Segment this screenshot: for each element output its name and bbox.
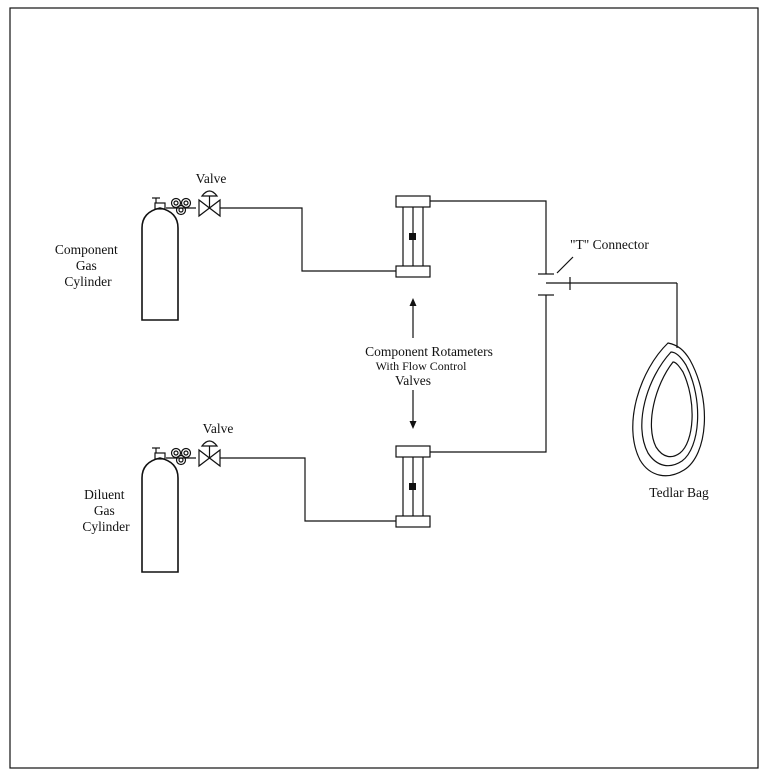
valve-top-label: Valve bbox=[196, 171, 227, 186]
pipe-top-inlet bbox=[220, 207, 396, 272]
diluent-gas-cylinder bbox=[141, 447, 179, 573]
pipe-bottom-inlet bbox=[220, 457, 396, 522]
rotameter-top bbox=[395, 195, 431, 278]
rotameters-label: Component Rotameters With Flow Control V… bbox=[365, 343, 497, 388]
valve-icon-top bbox=[198, 190, 221, 218]
rotameter-bottom bbox=[395, 445, 431, 528]
regulator-gauges-top bbox=[166, 197, 196, 216]
pipe-bottom-outlet bbox=[430, 295, 547, 453]
valve-icon-bottom bbox=[198, 440, 221, 468]
t-connector-label: "T" Connector bbox=[570, 237, 649, 252]
rotameter-arrows bbox=[409, 298, 417, 429]
page-frame bbox=[9, 7, 759, 769]
pipe-top-outlet bbox=[430, 200, 547, 274]
diluent-cylinder-label: Diluent Gas Cylinder bbox=[82, 487, 130, 534]
t-connector bbox=[538, 273, 677, 296]
t-connector-pointer bbox=[556, 256, 574, 274]
tedlar-bag-label: Tedlar Bag bbox=[649, 485, 709, 500]
tedlar-bag bbox=[632, 342, 705, 477]
component-gas-cylinder bbox=[141, 197, 179, 321]
valve-bottom-label: Valve bbox=[203, 421, 234, 436]
regulator-gauges-bottom bbox=[166, 447, 196, 466]
component-cylinder-label: Component Gas Cylinder bbox=[55, 242, 121, 289]
